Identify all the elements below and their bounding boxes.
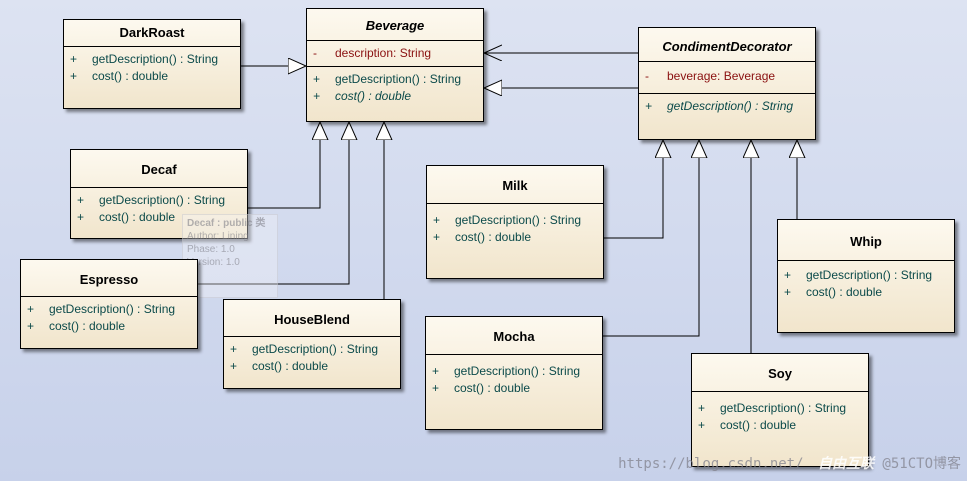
watermark: https://blog.csdn.net/ 自由互联 @51CTO博客 (618, 453, 961, 473)
operation-row: +getDescription() : String (230, 342, 379, 356)
tooltip-title: Decaf : public 类 (187, 218, 266, 229)
operations: +getDescription() : String +cost() : dou… (71, 188, 247, 230)
generalization-decaf (248, 122, 320, 209)
watermark-url: https://blog.csdn.net/ (618, 456, 804, 472)
attributes: -beverage: Beverage (639, 62, 815, 94)
class-espresso[interactable]: Espresso +getDescription() : String +cos… (20, 259, 198, 349)
operation-row: +getDescription() : String (70, 52, 219, 66)
class-houseblend[interactable]: HouseBlend +getDescription() : String +c… (223, 299, 401, 389)
class-milk[interactable]: Milk +getDescription() : String +cost() … (426, 165, 604, 279)
operation-row: +cost() : double (313, 89, 412, 103)
operation-row: +getDescription() : String (698, 401, 847, 415)
class-condiment-decorator[interactable]: CondimentDecorator -beverage: Beverage +… (638, 27, 816, 140)
operations: +getDescription() : String +cost() : dou… (778, 261, 954, 305)
operation-row: +getDescription() : String (432, 364, 581, 378)
tooltip: Decaf : public 类 Author: Lining Phase: 1… (182, 214, 278, 298)
class-whip[interactable]: Whip +getDescription() : String +cost() … (777, 219, 955, 333)
operation-row: +getDescription() : String (77, 193, 226, 207)
operation-row: +cost() : double (433, 230, 532, 244)
operation-row: +cost() : double (70, 69, 169, 83)
class-name: HouseBlend (224, 300, 400, 337)
watermark-handle: @51CTO博客 (882, 456, 961, 472)
class-darkroast[interactable]: DarkRoast +getDescription() : String +co… (63, 19, 241, 109)
class-mocha[interactable]: Mocha +getDescription() : String +cost()… (425, 316, 603, 430)
class-name: DarkRoast (64, 20, 240, 47)
operation-row: +getDescription() : String (784, 268, 933, 282)
operation-row: +cost() : double (784, 285, 883, 299)
class-name: Beverage (307, 9, 483, 41)
class-name: CondimentDecorator (639, 28, 815, 62)
class-name: Decaf (71, 150, 247, 188)
class-beverage[interactable]: Beverage -description: String +getDescri… (306, 8, 484, 122)
tooltip-line: Author: Lining (187, 231, 249, 242)
operation-row: +cost() : double (230, 359, 329, 373)
operations: +getDescription() : String +cost() : dou… (224, 337, 400, 379)
operations: +getDescription() : String +cost() : dou… (21, 297, 197, 339)
operation-row: +getDescription() : String (433, 213, 582, 227)
tooltip-line: Phase: 1.0 (187, 244, 235, 255)
operation-row: +getDescription() : String (27, 302, 176, 316)
operation-row: +cost() : double (27, 319, 126, 333)
class-name: Mocha (426, 317, 602, 355)
class-name: Whip (778, 220, 954, 261)
class-name: Milk (427, 166, 603, 204)
tooltip-line: Version: 1.0 (187, 257, 240, 268)
operation-row: +getDescription() : String (313, 72, 462, 86)
operations: +getDescription() : String +cost() : dou… (64, 47, 240, 89)
operation-row: +cost() : double (432, 381, 531, 395)
watermark-logo: 自由互联 (817, 456, 874, 472)
operations: +getDescription() : String +cost() : dou… (307, 67, 483, 109)
operation-row: +cost() : double (698, 418, 797, 432)
operations: +getDescription() : String +cost() : dou… (426, 355, 602, 401)
attribute-row: -description: String (313, 46, 432, 60)
attributes: -description: String (307, 41, 483, 67)
class-name: Espresso (21, 260, 197, 297)
operation-row: +cost() : double (77, 210, 176, 224)
generalization-milk (604, 140, 663, 239)
operations: +getDescription() : String +cost() : dou… (692, 392, 868, 438)
class-decaf[interactable]: Decaf +getDescription() : String +cost()… (70, 149, 248, 239)
operation-row: +getDescription() : String (645, 99, 794, 113)
class-name: Soy (692, 354, 868, 392)
class-soy[interactable]: Soy +getDescription() : String +cost() :… (691, 353, 869, 467)
generalization-espresso (198, 122, 349, 285)
operations: +getDescription() : String +cost() : dou… (427, 204, 603, 250)
attribute-row: -beverage: Beverage (645, 69, 776, 83)
operations: +getDescription() : String (639, 94, 815, 119)
generalization-mocha (603, 140, 699, 337)
